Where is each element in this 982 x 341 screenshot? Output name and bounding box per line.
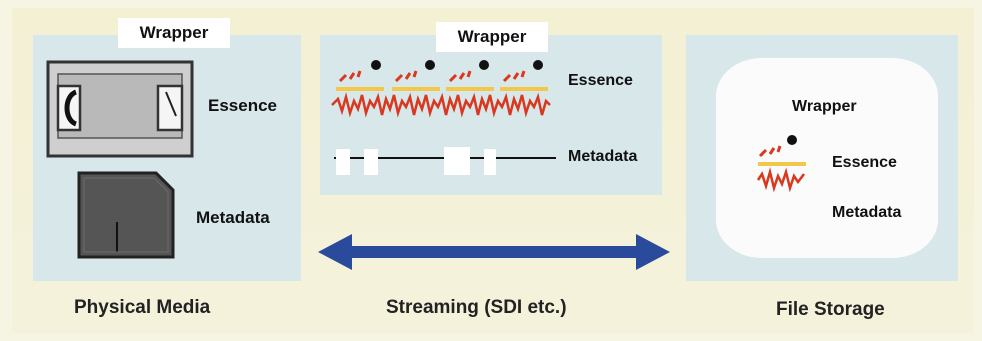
floppy-disk-icon — [77, 171, 175, 259]
file-storage-caption: File Storage — [776, 299, 885, 320]
physical-media-caption: Physical Media — [74, 297, 211, 318]
double-headed-arrow-icon — [318, 234, 670, 270]
streaming-caption: Streaming (SDI etc.) — [386, 297, 567, 318]
streaming-essence-stream — [331, 60, 551, 118]
physical-media-essence-label: Essence — [208, 96, 277, 115]
essence-frame-4 — [500, 60, 548, 91]
file-storage-metadata-label: Metadata — [832, 204, 902, 221]
file-container — [716, 58, 938, 258]
audio-waveform — [331, 92, 551, 118]
audio-video-essence-icon — [756, 135, 806, 193]
streaming-wrapper-label: Wrapper — [436, 22, 548, 52]
essence-frame-1 — [336, 60, 384, 91]
file-storage-essence-label: Essence — [832, 154, 897, 171]
essence-frame-3 — [446, 60, 494, 91]
metadata-stream — [334, 147, 556, 175]
physical-media-wrapper-label: Wrapper — [118, 18, 230, 48]
streaming-essence-label: Essence — [568, 72, 633, 89]
tape-cassette-icon — [46, 60, 194, 158]
essence-frame-2 — [392, 60, 440, 91]
physical-media-metadata-label: Metadata — [196, 208, 270, 227]
file-storage-wrapper-label: Wrapper — [792, 98, 857, 115]
streaming-metadata-label: Metadata — [568, 148, 638, 165]
